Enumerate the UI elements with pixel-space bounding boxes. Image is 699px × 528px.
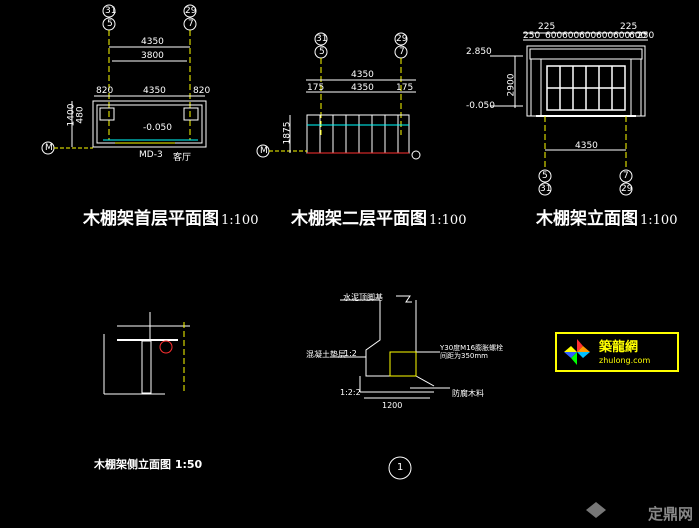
elev-top-dim-2: 600 — [545, 31, 563, 41]
elev-top-dim-8: 225 — [620, 22, 638, 32]
elev-top-dim-4: 600 — [579, 31, 597, 41]
elev-grid-left-bottom: 31 — [540, 184, 552, 194]
zhulong-logo-url: zhulong.com — [599, 356, 651, 365]
plan2-axis-m: M — [260, 146, 268, 156]
plan1-grid-left-top: 31 — [105, 6, 117, 16]
plan1-room: 客厅 — [173, 153, 192, 163]
detail-drawing — [330, 295, 450, 480]
plan2-grid-right-bottom: 7 — [399, 47, 405, 57]
elev-top-dim-1: 250 — [523, 31, 541, 41]
plan2-grid-right-top: 29 — [396, 34, 408, 44]
plan2-dim-inner-right: 175 — [396, 83, 414, 93]
elev-grid-right-top: 7 — [623, 171, 629, 181]
plan1-grid-left-bottom: 5 — [107, 19, 113, 29]
detail-marker: 1 — [397, 462, 404, 473]
detail-dim-bottom: 1200 — [382, 401, 403, 410]
elev-level-top: 2.850 — [466, 47, 492, 57]
elev-top-dim-5: 600 — [596, 31, 614, 41]
elev-dim-total: 4350 — [575, 141, 598, 151]
watermark-icon — [586, 502, 606, 518]
detail-label-right-1: Y30度M16膨胀螺栓 — [440, 344, 504, 352]
plan1-dim-mid: 4350 — [143, 86, 166, 96]
plan1-drawing — [41, 4, 207, 155]
plan2-side-dim: 1875 — [282, 121, 293, 145]
zhulong-logo-name: 築龍網 — [599, 340, 639, 355]
plan2-dim-inner-left: 175 — [307, 83, 325, 93]
plan1-axis-m: M — [45, 143, 53, 153]
plan1-dim-inner: 3800 — [141, 51, 164, 61]
elev-top-dim-3: 600 — [562, 31, 580, 41]
plan2-dim-total: 4350 — [351, 70, 374, 80]
plan2-dim-mid: 4350 — [351, 83, 374, 93]
detail-label-right-2: 间距为350mm — [440, 352, 488, 360]
plan2-grid-left-bottom: 5 — [319, 47, 325, 57]
elev-drawing — [490, 32, 648, 196]
plan1-dim-left: 820 — [96, 86, 114, 96]
elev-level-bottom: -0.050 — [466, 101, 496, 111]
detail-label-top: 水泥顶脚基 — [343, 293, 383, 302]
zhulong-logo: 築龍網 zhulong.com — [555, 332, 679, 372]
elev-grid-left-top: 5 — [542, 171, 548, 181]
zhulong-flower-icon — [564, 339, 590, 365]
elev-grid-right-bottom: 29 — [621, 184, 633, 194]
detail-label-left: 混凝土垫层 — [306, 350, 346, 359]
plan1-dim-right: 820 — [193, 86, 211, 96]
plan1-dim-total: 4350 — [141, 37, 164, 47]
plan1-side-dim-2: 480 — [75, 106, 86, 124]
plan2-grid-left-top: 31 — [316, 34, 328, 44]
plan1-door: MD-3 — [139, 150, 163, 160]
side-title: 木棚架侧立面图 1:50 — [94, 458, 203, 471]
elev-top-dim-7: 600 — [629, 31, 647, 41]
elev-top-dim-0: 225 — [538, 22, 556, 32]
plan2-drawing — [256, 32, 421, 160]
elev-side-dim: 2900 — [506, 73, 517, 97]
grid-bubble — [102, 4, 116, 18]
detail-marker-circle — [388, 456, 412, 480]
watermark-text: 定鼎网 — [647, 505, 693, 523]
detail-label-mid: 1:2 — [344, 349, 357, 358]
plan1-level: -0.050 — [143, 123, 173, 133]
elev-top-dim-6: 600 — [613, 31, 631, 41]
elev-top-dim-9: 250 — [637, 31, 655, 41]
plan1-grid-right-top: 29 — [185, 6, 197, 16]
plan1-grid-right-bottom: 7 — [188, 19, 194, 29]
detail-dim-side: 1:2:2 — [340, 388, 361, 397]
detail-label-bottom: 防腐木料 — [452, 389, 484, 398]
side-drawing — [103, 312, 190, 395]
grid-bubble — [183, 4, 197, 18]
